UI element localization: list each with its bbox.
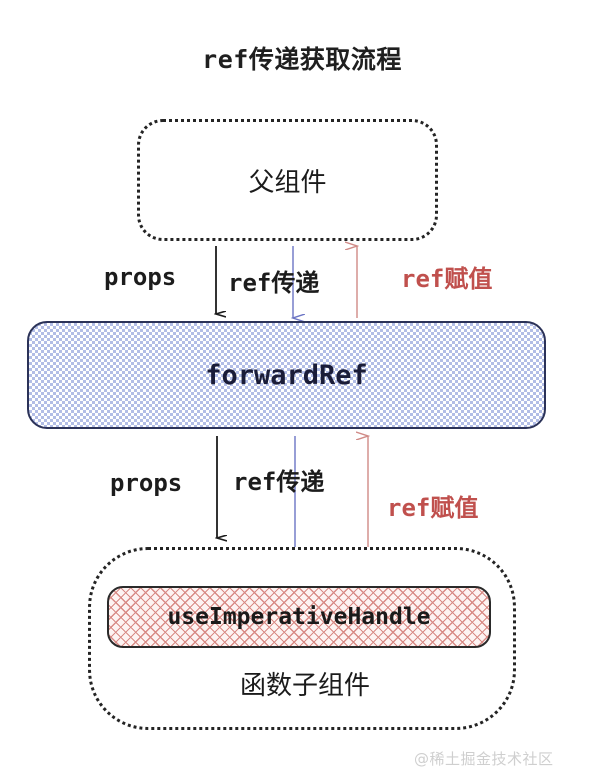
watermark: @稀土掘金技术社区	[414, 750, 554, 768]
node-forward-ref[interactable]: forwardRef	[27, 321, 546, 429]
edge-label-props-forwardref-to-child: props	[110, 469, 183, 497]
edge-label-ref-assign-cjk-2: 赋值	[430, 494, 479, 522]
node-use-imperative-handle-label: useImperativeHandle	[167, 604, 431, 630]
node-parent-component[interactable]: 父组件	[137, 119, 438, 241]
edge-label-ref-assign-latin-2: ref	[387, 494, 431, 522]
edge-label-ref-transfer-parent-to-forwardref: ref传递	[228, 263, 319, 298]
edge-label-ref-assign-forwardref-to-parent: ref赋值	[401, 259, 492, 294]
node-parent-component-label: 父组件	[248, 167, 327, 198]
diagram-title: ref传递获取流程	[202, 45, 402, 74]
node-use-imperative-handle[interactable]: useImperativeHandle	[107, 586, 491, 648]
edge-label-ref-transfer-latin-2: ref	[233, 468, 277, 496]
edge-label-ref-transfer-cjk-1: 传递	[271, 269, 320, 297]
node-forward-ref-label: forwardRef	[205, 359, 368, 391]
edge-label-ref-transfer-forwardref-to-child: ref传递	[233, 462, 324, 497]
edge-label-ref-transfer-cjk-2: 传递	[276, 468, 325, 496]
edge-label-ref-transfer-latin-1: ref	[228, 269, 272, 297]
edge-label-props-parent-to-forwardref: props	[104, 263, 177, 291]
edge-label-ref-assign-cjk-1: 赋值	[444, 265, 493, 293]
edge-label-ref-assign-latin-1: ref	[401, 265, 445, 293]
edge-label-ref-assign-child-to-forwardref: ref赋值	[387, 488, 478, 523]
node-child-component-label: 函数子组件	[239, 671, 370, 701]
